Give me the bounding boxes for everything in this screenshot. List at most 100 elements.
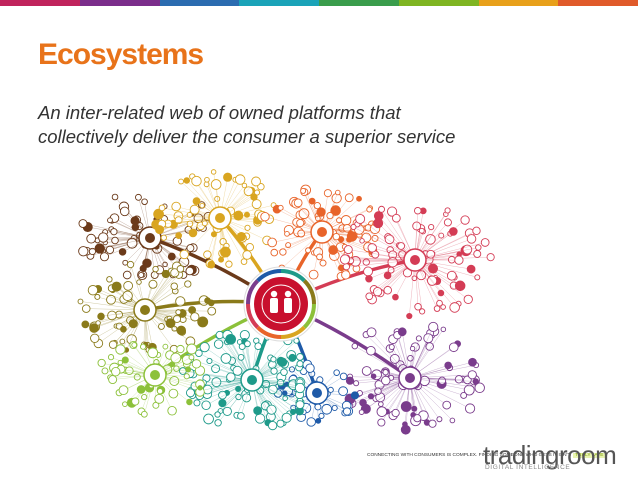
- cluster-node: [460, 215, 470, 225]
- cluster-node: [384, 234, 395, 245]
- cluster-node: [330, 205, 341, 216]
- cluster-node: [338, 386, 348, 397]
- cluster-node: [365, 292, 374, 301]
- cluster-node: [162, 343, 169, 350]
- cluster-node: [253, 406, 263, 416]
- cluster-node: [294, 382, 306, 394]
- cluster-node: [363, 266, 373, 277]
- cluster-node: [210, 169, 217, 175]
- cluster-node: [215, 330, 224, 340]
- cluster-node: [409, 345, 416, 352]
- cluster-node: [111, 367, 121, 377]
- cluster-node: [373, 218, 384, 229]
- cluster-node: [305, 363, 315, 373]
- cluster-node: [335, 189, 341, 196]
- cluster-node: [474, 274, 481, 281]
- cluster-node: [371, 234, 379, 242]
- cluster-node: [276, 419, 285, 428]
- cluster-node: [117, 359, 123, 366]
- cluster-node: [454, 280, 466, 292]
- cluster-hub-core: [405, 373, 415, 383]
- color-bar-segment: [478, 0, 559, 6]
- tagline-badge: TRULY LATE: [573, 452, 606, 458]
- cluster-node: [140, 410, 148, 418]
- cluster-node: [210, 179, 222, 190]
- cluster-node: [448, 342, 459, 353]
- cluster-node: [378, 205, 386, 213]
- cluster-node: [306, 417, 316, 427]
- cluster-node: [223, 172, 233, 182]
- cluster-node: [400, 424, 411, 435]
- cluster-node: [254, 413, 266, 424]
- cluster-link: [414, 242, 486, 261]
- cluster-node: [160, 234, 167, 241]
- cluster-node: [449, 227, 458, 236]
- cluster-node: [107, 217, 113, 224]
- cluster-node: [414, 303, 422, 311]
- cluster-node: [328, 245, 339, 255]
- cluster-node: [449, 302, 460, 313]
- cluster-node: [98, 232, 109, 243]
- cluster-hub-core: [215, 213, 225, 223]
- people-icon: [284, 290, 292, 298]
- cluster-node: [425, 234, 436, 245]
- cluster-node: [326, 211, 334, 220]
- cluster-node: [290, 408, 297, 416]
- cluster-node: [207, 299, 215, 307]
- cluster-node: [183, 373, 190, 380]
- cluster-node: [78, 246, 89, 257]
- cluster-node: [378, 401, 384, 407]
- cluster-node: [392, 293, 399, 301]
- people-icon: [270, 298, 278, 313]
- cluster-node: [237, 354, 245, 361]
- cluster-node: [344, 193, 354, 203]
- cluster-node: [153, 208, 164, 220]
- cluster-node: [195, 349, 203, 357]
- cluster-node: [234, 174, 246, 185]
- cluster-hub-core: [247, 375, 257, 385]
- cluster-node: [463, 294, 473, 304]
- cluster-node: [362, 258, 370, 266]
- cluster-node: [176, 325, 186, 336]
- cluster-node: [108, 375, 118, 385]
- cluster-node: [436, 416, 443, 423]
- cluster-node: [475, 244, 482, 251]
- cluster-node: [170, 282, 178, 290]
- cluster-node: [218, 399, 227, 408]
- cluster-node: [77, 298, 84, 305]
- cluster-node: [314, 403, 322, 411]
- cluster-node: [315, 417, 322, 424]
- cluster-node: [241, 182, 248, 189]
- cluster-node: [480, 238, 490, 247]
- cluster-node: [118, 248, 127, 256]
- cluster-node: [468, 357, 477, 367]
- cluster-node: [467, 370, 477, 380]
- cluster-node: [321, 403, 333, 415]
- cluster-node: [444, 207, 451, 214]
- cluster-node: [428, 321, 439, 333]
- color-bar-segment: [79, 0, 160, 6]
- cluster-node: [105, 245, 115, 255]
- tagline-text: CONNECTING WITH CONSUMERS IS COMPLEX. FI…: [367, 452, 572, 458]
- cluster-node: [454, 375, 464, 384]
- cluster-node: [428, 263, 439, 274]
- cluster-node: [119, 206, 130, 217]
- cluster-node: [270, 248, 279, 257]
- cluster-node: [339, 372, 348, 381]
- center-ring-segment: [280, 269, 306, 283]
- subtitle-line-1: An inter-related web of owned platforms …: [38, 102, 401, 123]
- cluster-node: [242, 250, 252, 260]
- cluster-node: [131, 397, 140, 406]
- cluster-node: [355, 213, 366, 224]
- cluster-node: [139, 264, 147, 273]
- cluster-node: [350, 391, 359, 400]
- cluster-node: [106, 276, 113, 283]
- tradingroom-logo: tradingroom DIGITAL INTELLIGENCE: [483, 440, 633, 476]
- cluster-node: [78, 219, 88, 228]
- cluster-node: [121, 356, 129, 364]
- cluster-node: [382, 369, 389, 376]
- cluster-node: [243, 186, 254, 197]
- cluster-node: [156, 388, 164, 395]
- cluster-node: [436, 299, 443, 307]
- cluster-node: [372, 287, 383, 297]
